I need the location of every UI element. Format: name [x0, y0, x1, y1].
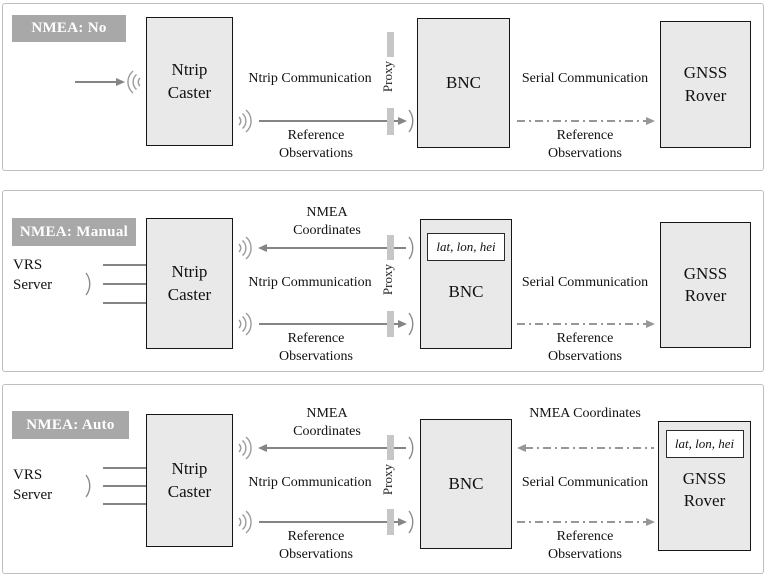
arrowhead-left-icon [258, 244, 267, 252]
proxy-bar-segment [387, 108, 394, 135]
lat-lon-hei-label: lat, lon, hei [436, 238, 496, 254]
wireless-arcs-right-icon [236, 435, 256, 461]
proxy-label: Proxy [380, 464, 395, 496]
vrs-line [103, 485, 161, 487]
proxy-bar-segment [387, 32, 394, 57]
serial-communication-label: Serial Communication [521, 475, 649, 490]
bnc-label: BNC [446, 72, 481, 92]
proxy-bar-segment [387, 435, 394, 460]
bnc-box: lat, lon, hei BNC [420, 219, 512, 349]
nmea-coordinates-label: NMEA Coordinates [529, 406, 641, 421]
panel-nmea-no: NMEA: No Ntrip Caster Ntrip Communicatio… [2, 3, 764, 171]
receive-arc-icon [407, 108, 416, 134]
ntrip-caster-box: Ntrip Caster [146, 17, 233, 146]
serial-reference-line [517, 521, 647, 523]
gnss-rover-box: GNSS Rover [660, 21, 751, 148]
reference-observations-label: Reference Observations [279, 128, 353, 161]
wireless-arcs-right-icon [236, 108, 256, 134]
serial-reference-line [517, 323, 647, 325]
gnss-rover-label: GNSS Rover [682, 469, 727, 511]
receive-arc-icon [407, 435, 416, 461]
proxy-bar-segment [387, 235, 394, 260]
vrs-line [103, 467, 161, 469]
panel-nmea-auto: NMEA: Auto VRS Server Ntrip Caster NMEA … [2, 384, 764, 574]
lat-lon-hei-label: lat, lon, hei [674, 435, 735, 451]
panel-title-badge: NMEA: Manual [12, 218, 136, 246]
ntrip-communication-label: Ntrip Communication [248, 475, 372, 490]
serial-communication-label: Serial Communication [521, 71, 649, 86]
arrowhead-right-icon [398, 518, 407, 526]
ntrip-caster-label: Ntrip Caster [167, 459, 212, 501]
emit-arc-icon [84, 271, 93, 297]
input-line [75, 81, 119, 83]
reference-observations-label: Reference Observations [279, 331, 353, 364]
receive-arc-icon [407, 509, 416, 535]
reference-observations-label: Reference Observations [548, 331, 622, 364]
coordinates-box: lat, lon, hei [665, 430, 744, 458]
arrowhead-right-icon [398, 117, 407, 125]
reference-observations-line [259, 521, 399, 523]
wireless-arcs-left-icon [123, 69, 143, 95]
bnc-label: BNC [448, 282, 484, 301]
reference-observations-label: Reference Observations [548, 529, 622, 562]
proxy-bar-segment [387, 311, 394, 337]
ntrip-caster-box: Ntrip Caster [146, 218, 233, 349]
nmea-coordinates-label: NMEA Coordinates [293, 205, 361, 238]
ntrip-caster-label: Ntrip Caster [167, 60, 212, 102]
gnss-rover-label: GNSS Rover [683, 263, 728, 305]
arrowhead-right-icon [398, 320, 407, 328]
wireless-arcs-right-icon [236, 311, 256, 337]
emit-arc-icon [84, 473, 93, 499]
bnc-label: BNC [448, 473, 484, 493]
serial-communication-label: Serial Communication [521, 275, 649, 290]
bnc-box: BNC [420, 419, 512, 549]
vrs-line [103, 302, 161, 304]
vrs-line [103, 264, 161, 266]
ntrip-caster-box: Ntrip Caster [146, 414, 233, 547]
panel-nmea-manual: NMEA: Manual VRS Server Ntrip Caster NME… [2, 190, 764, 372]
gnss-rover-box: lat, lon, hei GNSS Rover [658, 421, 751, 551]
wireless-arcs-right-icon [236, 509, 256, 535]
receive-arc-icon [407, 235, 416, 261]
reference-observations-line [259, 120, 399, 122]
reference-observations-label: Reference Observations [279, 529, 353, 562]
arrowhead-right-icon [646, 518, 655, 526]
serial-reference-line [517, 120, 647, 122]
reference-observations-label: Reference Observations [548, 128, 622, 161]
vrs-line [103, 503, 161, 505]
nmea-coordinates-line [265, 447, 406, 449]
proxy-label: Proxy [380, 264, 395, 296]
arrowhead-left-icon [517, 444, 526, 452]
proxy-bar-segment [387, 509, 394, 535]
gnss-rover-label: GNSS Rover [683, 63, 728, 105]
panel-title-badge: NMEA: Auto [12, 411, 129, 439]
vrs-server-label: VRS Server [13, 257, 53, 294]
wireless-arcs-right-icon [236, 235, 256, 261]
panel-title-badge: NMEA: No [12, 15, 126, 42]
nmea-coordinates-line [265, 247, 406, 249]
receive-arc-icon [407, 311, 416, 337]
coordinates-box: lat, lon, hei [427, 233, 505, 261]
vrs-line [103, 283, 161, 285]
ntrip-communication-label: Ntrip Communication [248, 71, 372, 86]
ntrip-communication-label: Ntrip Communication [248, 275, 372, 290]
arrowhead-right-icon [646, 117, 655, 125]
nmea-coordinates-label: NMEA Coordinates [293, 406, 361, 439]
proxy-label: Proxy [380, 61, 395, 93]
arrowhead-left-icon [258, 444, 267, 452]
vrs-server-label: VRS Server [13, 467, 53, 504]
ntrip-caster-label: Ntrip Caster [167, 262, 212, 304]
bnc-box: BNC [417, 18, 510, 148]
gnss-rover-box: GNSS Rover [660, 222, 751, 348]
reference-observations-line [259, 323, 399, 325]
arrowhead-right-icon [646, 320, 655, 328]
arrowhead-right-icon [116, 78, 125, 86]
nmea-serial-line [525, 447, 654, 449]
